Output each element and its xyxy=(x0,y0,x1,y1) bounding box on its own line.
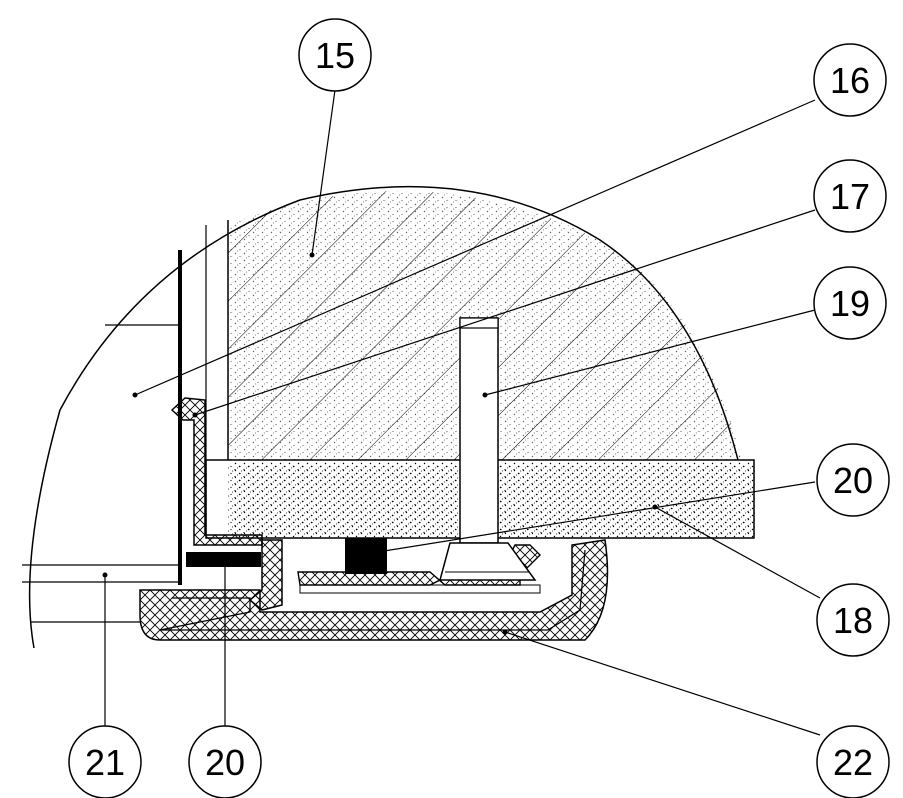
callout-21: 21 xyxy=(68,725,142,798)
callout-label: 17 xyxy=(830,176,870,217)
callout-20-bottom: 20 xyxy=(188,725,262,798)
left-panels xyxy=(22,225,207,623)
callout-label: 20 xyxy=(205,742,245,783)
bottom-tray xyxy=(139,539,609,641)
gasket-center xyxy=(345,538,387,574)
callout-17: 17 xyxy=(813,159,887,233)
leader-lines xyxy=(104,89,821,736)
callout-20-right: 20 xyxy=(816,443,890,517)
callout-label: 18 xyxy=(833,600,873,641)
callout-label: 21 xyxy=(85,742,125,783)
callout-18: 18 xyxy=(816,583,890,657)
callout-16: 16 xyxy=(813,43,887,117)
callout-label: 20 xyxy=(833,460,873,501)
bolt xyxy=(439,317,537,581)
callout-19: 19 xyxy=(813,266,887,340)
inner-clip xyxy=(248,539,283,611)
gasket-left xyxy=(186,552,261,567)
callout-label: 15 xyxy=(315,35,355,76)
callout-label: 19 xyxy=(830,283,870,324)
callout-15: 15 xyxy=(298,18,372,92)
callout-label: 16 xyxy=(830,60,870,101)
leader-dots xyxy=(102,252,658,635)
callout-22: 22 xyxy=(816,725,890,798)
callout-label: 22 xyxy=(833,742,873,783)
